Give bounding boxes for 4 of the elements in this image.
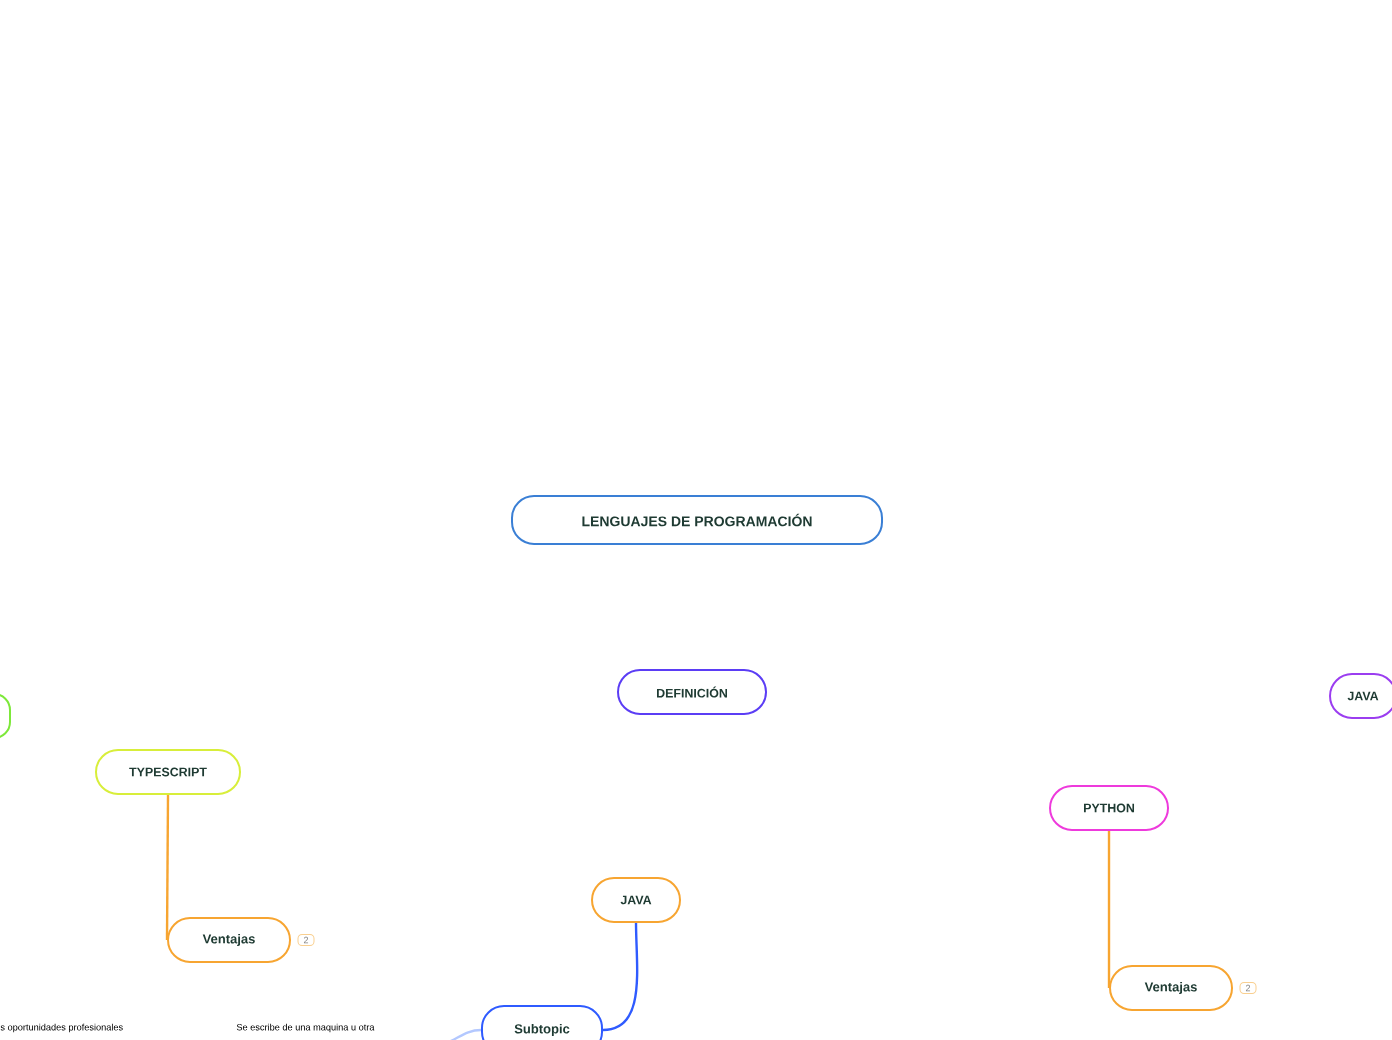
topic-box bbox=[0, 693, 11, 739]
connector-line bbox=[1107, 831, 1111, 988]
connector-line bbox=[165, 795, 170, 940]
connector-line bbox=[602, 922, 639, 1032]
